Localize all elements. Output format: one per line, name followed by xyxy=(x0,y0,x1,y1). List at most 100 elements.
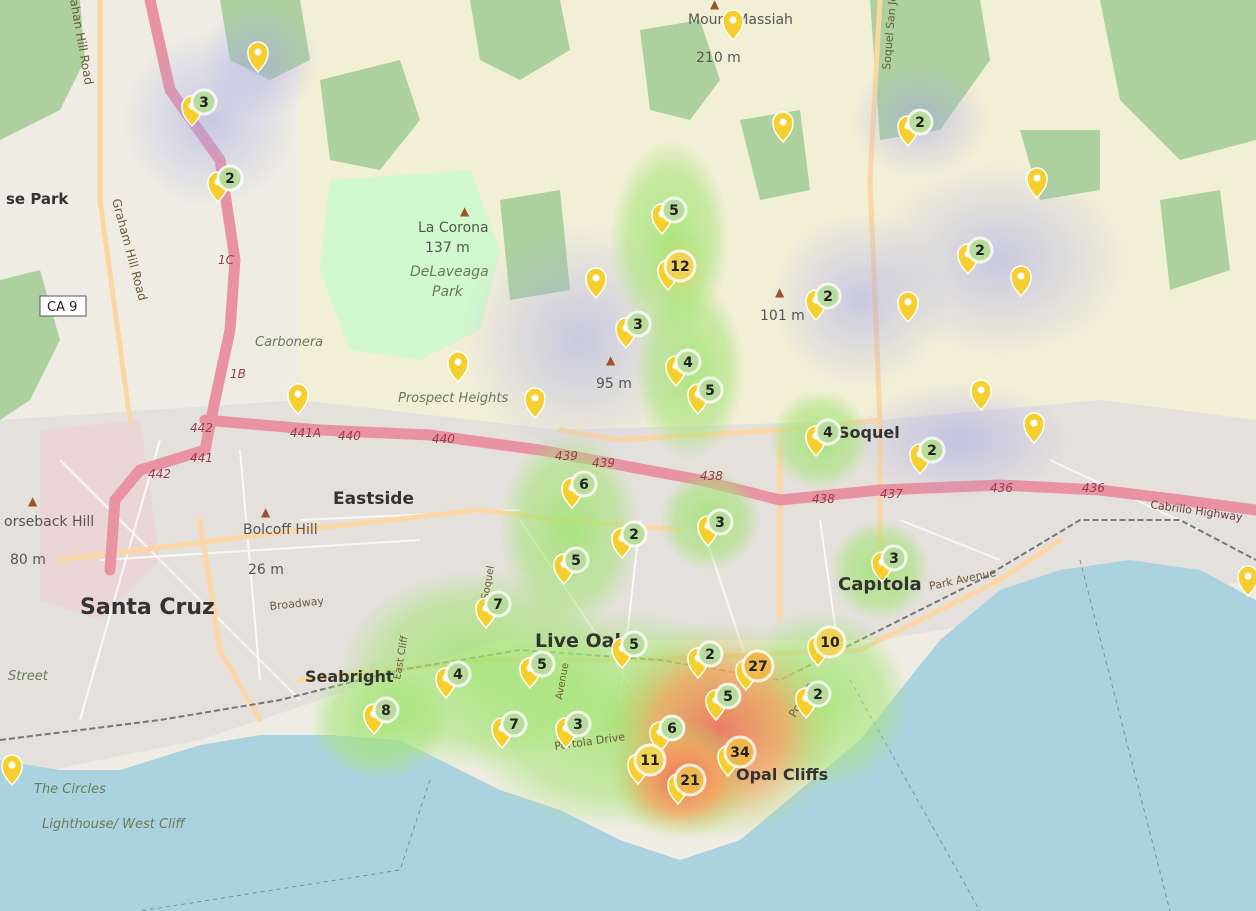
cluster-marker[interactable]: 21 xyxy=(667,763,707,805)
cluster-badge xyxy=(804,680,832,708)
cluster-marker[interactable]: 2 xyxy=(897,108,934,147)
cluster-count: 2 xyxy=(975,243,985,259)
cluster-count: 5 xyxy=(705,383,715,399)
cluster-marker[interactable]: 27 xyxy=(735,649,775,691)
cluster-marker[interactable]: 3 xyxy=(697,508,734,547)
cluster-marker[interactable]: 2 xyxy=(909,436,946,475)
cluster-marker[interactable]: 2 xyxy=(805,282,842,321)
peak-horseback-hill-elev: 80 m xyxy=(10,552,46,568)
cluster-marker[interactable]: 5 xyxy=(553,546,590,585)
cluster-count: 21 xyxy=(680,773,699,789)
svg-text:441: 441 xyxy=(190,451,213,465)
cluster-marker[interactable]: 2 xyxy=(611,520,648,559)
cluster-marker[interactable]: 2 xyxy=(207,164,244,203)
cluster-marker[interactable]: 5 xyxy=(705,682,742,721)
cluster-count: 3 xyxy=(199,95,209,111)
cluster-marker[interactable]: 3 xyxy=(615,310,652,349)
cluster-count: 10 xyxy=(820,635,840,651)
svg-text:1C: 1C xyxy=(218,253,235,267)
place-prospect-heights: Prospect Heights xyxy=(398,391,509,406)
cluster-marker[interactable]: 10 xyxy=(807,625,847,667)
heatmap-layer xyxy=(120,0,1130,840)
cluster-marker[interactable]: 3 xyxy=(181,88,218,127)
cluster-badge xyxy=(723,735,757,769)
park-label: DeLaveaga Park xyxy=(410,264,489,300)
peak-bolcoff-hill-name: Bolcoff Hill xyxy=(243,522,318,538)
cluster-badge xyxy=(880,544,908,572)
svg-text:440: 440 xyxy=(338,429,361,443)
cluster-count: 3 xyxy=(715,515,725,531)
cluster-badge xyxy=(372,696,400,724)
cluster-marker[interactable]: 6 xyxy=(649,714,686,753)
cluster-marker[interactable]: 5 xyxy=(651,196,688,235)
cluster-marker[interactable]: 4 xyxy=(435,660,472,699)
cluster-count: 2 xyxy=(813,687,823,703)
cluster-badge xyxy=(674,348,702,376)
cluster-badge xyxy=(696,640,724,668)
cluster-marker[interactable]: 34 xyxy=(717,735,757,777)
cluster-count: 11 xyxy=(640,753,659,769)
cluster-badge xyxy=(562,546,590,574)
exit-numbers: 442 441A 440 440 439 439 438 438 437 436… xyxy=(148,253,1105,506)
cluster-marker[interactable]: 2 xyxy=(687,640,724,679)
cluster-marker[interactable]: 5 xyxy=(611,630,648,669)
cluster-badge xyxy=(564,710,592,738)
cluster-count: 3 xyxy=(633,317,643,333)
cluster-marker[interactable]: 12 xyxy=(657,249,697,291)
place-soquel: Soquel xyxy=(838,423,900,442)
cluster-marker[interactable]: 7 xyxy=(475,590,512,629)
svg-text:▲: ▲ xyxy=(710,0,720,11)
svg-text:440: 440 xyxy=(432,432,455,446)
svg-text:442: 442 xyxy=(148,467,171,481)
svg-text:▲: ▲ xyxy=(28,494,38,508)
cluster-count: 6 xyxy=(579,477,589,493)
cluster-marker[interactable]: 4 xyxy=(805,418,842,457)
peak-labels: ▲ La Corona 137 m ▲ Mount Massiah 210 m … xyxy=(4,0,805,578)
cluster-count: 3 xyxy=(889,551,899,567)
cluster-count: 2 xyxy=(629,527,639,543)
cluster-badge xyxy=(906,108,934,136)
cluster-marker[interactable]: 2 xyxy=(795,680,832,719)
svg-text:437: 437 xyxy=(880,487,903,501)
cluster-marker[interactable]: 5 xyxy=(519,650,556,689)
cluster-badge xyxy=(696,376,724,404)
cluster-badge xyxy=(620,520,648,548)
cluster-marker[interactable]: 7 xyxy=(491,710,528,749)
peak-mount-massiah-elev: 210 m xyxy=(696,50,741,66)
cluster-marker[interactable]: 5 xyxy=(687,376,724,415)
road-broadway: Broadway xyxy=(269,594,325,613)
cluster-count: 4 xyxy=(823,425,833,441)
svg-text:1B: 1B xyxy=(230,367,246,381)
cluster-count: 6 xyxy=(667,721,677,737)
cluster-count: 2 xyxy=(823,289,833,305)
svg-text:442: 442 xyxy=(190,421,213,435)
cluster-count: 4 xyxy=(453,667,463,683)
peak-95-elev: 95 m xyxy=(596,376,632,392)
cluster-marker[interactable]: 2 xyxy=(957,236,994,275)
cluster-marker[interactable]: 6 xyxy=(561,470,598,509)
cluster-badge xyxy=(658,714,686,742)
peak-horseback-hill-name: orseback Hill xyxy=(4,514,94,530)
cluster-marker[interactable]: 4 xyxy=(665,348,702,387)
cluster-marker[interactable]: 3 xyxy=(871,544,908,583)
cluster-marker[interactable]: 11 xyxy=(627,743,667,785)
cluster-badge xyxy=(620,630,648,658)
peak-la-corona-elev: 137 m xyxy=(425,240,470,256)
peak-bolcoff-hill-elev: 26 m xyxy=(248,562,284,578)
cluster-count: 4 xyxy=(683,355,693,371)
cluster-badge xyxy=(528,650,556,678)
cluster-marker[interactable]: 3 xyxy=(555,710,592,749)
place-street: Street xyxy=(8,669,49,684)
cluster-count: 7 xyxy=(493,597,503,613)
cluster-marker[interactable]: 8 xyxy=(363,696,400,735)
peak-101-elev: 101 m xyxy=(760,308,805,324)
svg-text:▲: ▲ xyxy=(261,505,271,519)
cluster-badge xyxy=(663,249,697,283)
cluster-badge xyxy=(570,470,598,498)
cluster-badge xyxy=(624,310,652,338)
cluster-count: 8 xyxy=(381,703,391,719)
cluster-count: 2 xyxy=(915,115,925,131)
cluster-count: 2 xyxy=(705,647,715,663)
